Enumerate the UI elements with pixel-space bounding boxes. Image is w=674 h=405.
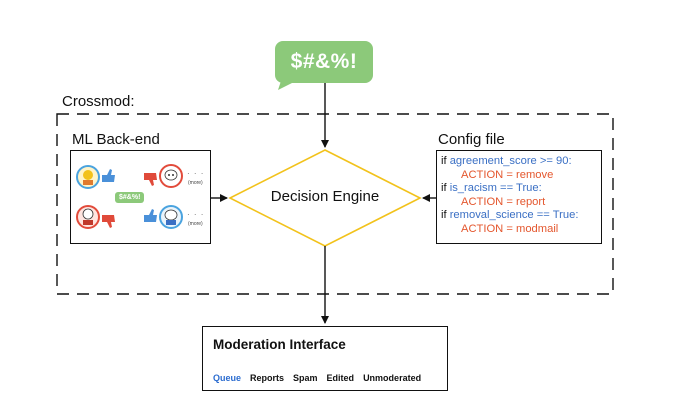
- ml-dots-bottom: · · ·: [187, 210, 205, 219]
- thumb-down-icon: [144, 173, 157, 186]
- reddit-avatar-icon: [76, 165, 100, 189]
- ml-backend-label: ML Back-end: [72, 131, 160, 148]
- reddit-avatar-icon: [76, 205, 100, 229]
- config-line-3: if is_racism == True:: [441, 182, 542, 195]
- reddit-avatar-icon: [159, 164, 183, 188]
- config-line-6: ACTION = modmail: [461, 222, 559, 235]
- config-file-box: if agreement_score >= 90: ACTION = remov…: [436, 150, 602, 244]
- tab-queue[interactable]: Queue: [213, 373, 242, 383]
- config-line-1: if agreement_score >= 90:: [441, 155, 572, 167]
- thumb-down-icon: [102, 215, 115, 228]
- ml-mini-bubble: $#&%!: [115, 192, 145, 203]
- tab-edited[interactable]: Edited: [326, 373, 355, 383]
- ml-more-top: (more): [188, 180, 203, 186]
- ml-more-bottom: (more): [188, 221, 203, 227]
- tab-reports[interactable]: Reports: [250, 373, 285, 383]
- crossmod-container: [56, 113, 614, 295]
- input-comment-bubble: $#&%!: [275, 41, 373, 83]
- tab-spam[interactable]: Spam: [293, 373, 318, 383]
- ml-dots-top: · · ·: [187, 169, 205, 178]
- thumb-up-icon: [102, 169, 115, 182]
- moderation-interface-box: Moderation Interface Queue Reports Spam …: [202, 326, 448, 391]
- decision-engine-label: Decision Engine: [270, 188, 380, 205]
- ml-backend-box: $#&%! · · · (more) · · · (more): [70, 150, 211, 244]
- thumb-up-icon: [144, 209, 157, 222]
- ml-backend-illustration: [76, 164, 183, 229]
- moderation-interface-title: Moderation Interface: [213, 337, 346, 352]
- config-file-label: Config file: [438, 131, 505, 148]
- reddit-avatar-icon: [159, 205, 183, 229]
- config-line-5: if removal_science == True:: [441, 209, 579, 222]
- tab-unmoderated[interactable]: Unmoderated: [363, 373, 422, 383]
- crossmod-label: Crossmod:: [62, 93, 135, 110]
- moderation-tabs: Queue Reports Spam Edited Unmoderated: [213, 373, 421, 383]
- config-line-4: ACTION = report: [461, 195, 546, 208]
- config-line-2: ACTION = remove: [461, 168, 554, 181]
